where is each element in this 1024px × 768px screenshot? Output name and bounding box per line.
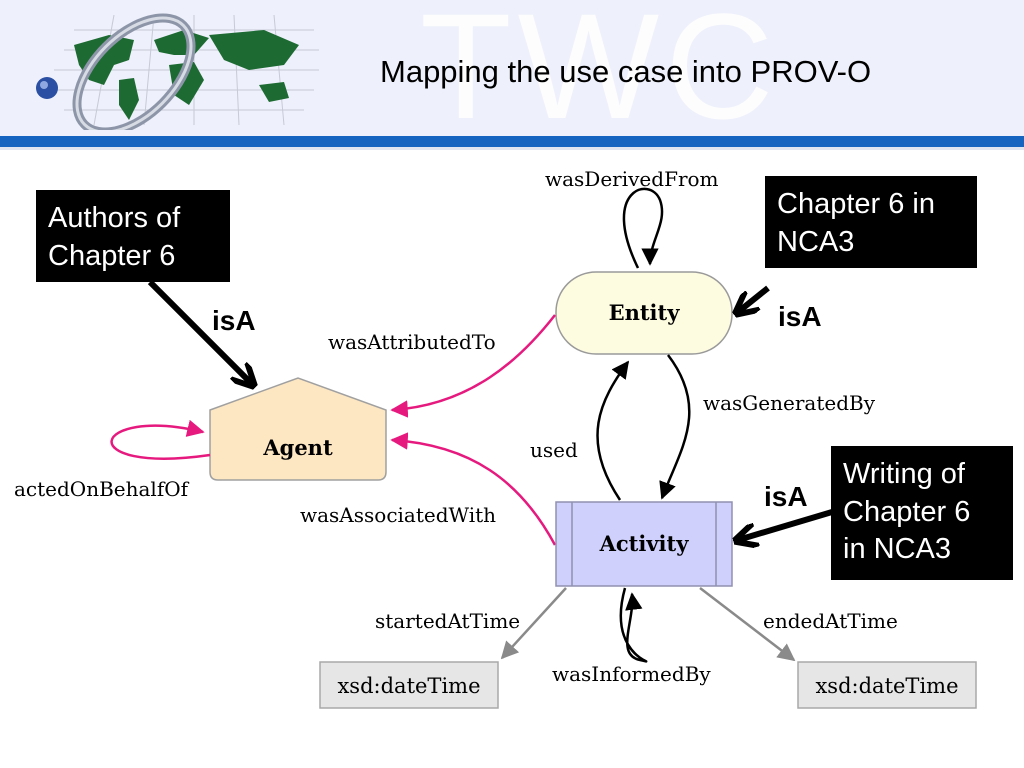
edge-used bbox=[596, 360, 630, 501]
callout-authors-line1: Authors of bbox=[48, 202, 181, 234]
callout-writing-line3: in NCA3 bbox=[843, 533, 951, 566]
edge-was-attributed-to bbox=[390, 314, 556, 418]
edge-label-used: used bbox=[530, 438, 578, 462]
watermark: TWC bbox=[420, 0, 780, 150]
isa-label-writing: isA bbox=[764, 481, 808, 512]
datetime-label-left: xsd:dateTime bbox=[337, 674, 480, 698]
isa-arrow-writing bbox=[738, 509, 833, 540]
datetime-node-right bbox=[797, 661, 977, 709]
activity-node bbox=[555, 501, 733, 587]
agent-node bbox=[209, 377, 387, 481]
edge-ended-at-time bbox=[699, 587, 796, 662]
entity-label: Entity bbox=[609, 300, 681, 325]
edge-label-ended-at-time: endedAtTime bbox=[763, 609, 898, 633]
callout-authors: Authors of Chapter 6 bbox=[36, 190, 230, 282]
slide-title: Mapping the use case into PROV-O bbox=[380, 54, 872, 89]
edge-label-started-at-time: startedAtTime bbox=[375, 609, 520, 633]
header-divider bbox=[0, 136, 1024, 147]
callout-authors-line2: Chapter 6 bbox=[48, 239, 176, 272]
activity-label: Activity bbox=[599, 531, 690, 556]
callout-chapter-line1: Chapter 6 in bbox=[777, 188, 935, 220]
edge-started-at-time bbox=[500, 587, 567, 660]
callout-chapter: Chapter 6 in NCA3 bbox=[765, 176, 977, 268]
callout-writing-line2: Chapter 6 bbox=[843, 495, 971, 528]
datetime-label-right: xsd:dateTime bbox=[815, 674, 958, 698]
edge-was-informed-by bbox=[619, 587, 648, 663]
edge-label-was-associated-with: wasAssociatedWith bbox=[300, 503, 496, 527]
edge-acted-on-behalf-of bbox=[110, 419, 211, 460]
isa-arrow-chapter bbox=[738, 285, 770, 312]
isa-label-authors: isA bbox=[212, 305, 256, 336]
edge-label-was-attributed-to: wasAttributedTo bbox=[328, 330, 496, 354]
edge-label-was-generated-by: wasGeneratedBy bbox=[703, 391, 876, 415]
isa-arrow-authors bbox=[147, 279, 252, 384]
callout-writing-line1: Writing of bbox=[843, 458, 965, 490]
callout-writing: Writing of Chapter 6 in NCA3 bbox=[831, 446, 1013, 580]
edge-was-derived-from bbox=[622, 187, 664, 269]
globe-logo-icon bbox=[36, 13, 319, 130]
edge-label-was-derived-from: wasDerivedFrom bbox=[545, 167, 719, 191]
agent-label: Agent bbox=[262, 435, 333, 460]
header-divider-light bbox=[0, 147, 1024, 150]
edge-was-generated-by bbox=[659, 354, 691, 500]
isa-label-chapter: isA bbox=[778, 301, 822, 332]
edge-was-associated-with bbox=[390, 432, 557, 546]
edge-label-was-informed-by: wasInformedBy bbox=[552, 662, 711, 686]
callout-chapter-line2: NCA3 bbox=[777, 225, 855, 258]
datetime-node-left bbox=[319, 661, 499, 709]
edge-label-acted-on-behalf-of: actedOnBehalfOf bbox=[14, 477, 190, 501]
